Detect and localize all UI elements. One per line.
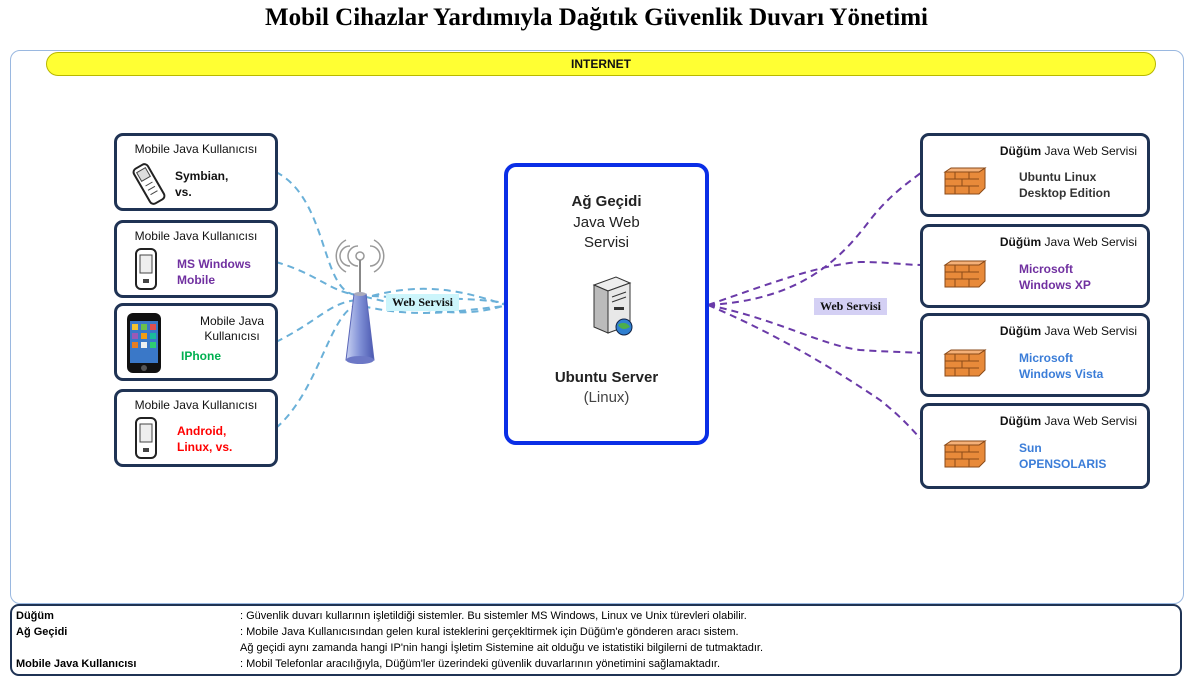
gateway-subtitle: Java Web Servisi (573, 214, 640, 251)
mobile-client-symbian: Mobile Java Kullanıcısı Symbian, vs. (114, 133, 278, 211)
legend-term: Düğüm (16, 610, 54, 622)
gateway-server-name: Ubuntu Server (554, 369, 659, 386)
mobile-client-platform: MS Windows Mobile (177, 257, 251, 287)
node-solaris: Düğüm Java Web Servisi Sun OPENSOLARIS (920, 403, 1150, 489)
legend-desc: : Mobile Java Kullanıcısından gelen kura… (240, 626, 739, 638)
mobile-client-iphone: Mobile Java Kullanıcısı IPhone (114, 303, 278, 381)
link-solaris (707, 304, 923, 441)
firewall-brick-icon (943, 167, 987, 195)
legend-term: Ağ Geçidi (16, 626, 68, 638)
node-os: Sun OPENSOLARIS (1019, 441, 1107, 471)
web-service-label-left: Web Servisi (386, 294, 460, 311)
legend-term: Mobile Java Kullanıcısı (16, 658, 137, 670)
node-header: Düğüm Java Web Servisi (999, 235, 1137, 249)
link-symbian (275, 171, 507, 304)
node-ubuntu: Düğüm Java Web Servisi Ubuntu Linux Desk… (920, 133, 1150, 217)
antenna-tower-icon (335, 239, 385, 364)
gateway-box: Ağ Geçidi Java Web Servisi Ubuntu Server… (504, 163, 709, 445)
mobile-client-platform: Android, Linux, vs. (177, 424, 233, 454)
node-vista: Düğüm Java Web Servisi Microsoft Windows… (920, 313, 1150, 397)
mobile-client-mswindows: Mobile Java Kullanıcısı MS Windows Mobil… (114, 220, 278, 298)
server-icon (592, 276, 633, 336)
node-os: Ubuntu Linux Desktop Edition (1019, 170, 1111, 200)
mobile-client-header: Mobile Java Kullanıcısı (134, 229, 258, 243)
node-os: Microsoft Windows XP (1019, 262, 1091, 292)
legend-desc: : Güvenlik duvarı kullarının işletildiği… (240, 610, 747, 622)
link-mswindows (275, 261, 507, 314)
node-os: Microsoft Windows Vista (1019, 351, 1104, 381)
web-service-label-right: Web Servisi (814, 298, 888, 315)
node-header: Düğüm Java Web Servisi (999, 144, 1137, 158)
mobile-client-header: Mobile Java Kullanıcısı (199, 314, 265, 343)
pda-phone-icon (135, 248, 157, 290)
node-winxp: Düğüm Java Web Servisi Microsoft Windows… (920, 224, 1150, 308)
link-android (275, 303, 507, 429)
diagram-frame (10, 50, 1184, 604)
legend-box: Düğüm : Güvenlik duvarı kullarının işlet… (10, 604, 1182, 676)
link-ubuntu (707, 171, 923, 306)
mobile-client-header: Mobile Java Kullanıcısı (134, 142, 258, 156)
legend-desc: : Mobil Telefonlar aracılığıyla, Düğüm'l… (240, 658, 721, 670)
flip-phone-icon (132, 163, 166, 205)
iphone-icon (127, 313, 161, 373)
mobile-client-platform: IPhone (181, 349, 222, 363)
link-vista (707, 304, 923, 354)
legend-desc: Ağ geçidi aynı zamanda hangi IP'nin hang… (240, 642, 764, 654)
gateway-title: Ağ Geçidi (571, 193, 642, 210)
node-header: Düğüm Java Web Servisi (999, 414, 1137, 428)
mobile-client-platform: Symbian, vs. (175, 169, 229, 199)
internet-bar: INTERNET (46, 52, 1156, 76)
link-winxp (707, 260, 923, 306)
mobile-client-android: Mobile Java Kullanıcısı Android, Linux, … (114, 389, 278, 467)
node-header: Düğüm Java Web Servisi (999, 324, 1137, 338)
firewall-brick-icon (943, 349, 987, 377)
smartphone-icon (135, 417, 157, 459)
firewall-brick-icon (943, 260, 987, 288)
firewall-brick-icon (943, 440, 987, 468)
mobile-client-header: Mobile Java Kullanıcısı (134, 398, 258, 412)
gateway-os: (Linux) (583, 389, 630, 406)
page-title: Mobil Cihazlar Yardımıyla Dağıtık Güvenl… (265, 4, 928, 31)
